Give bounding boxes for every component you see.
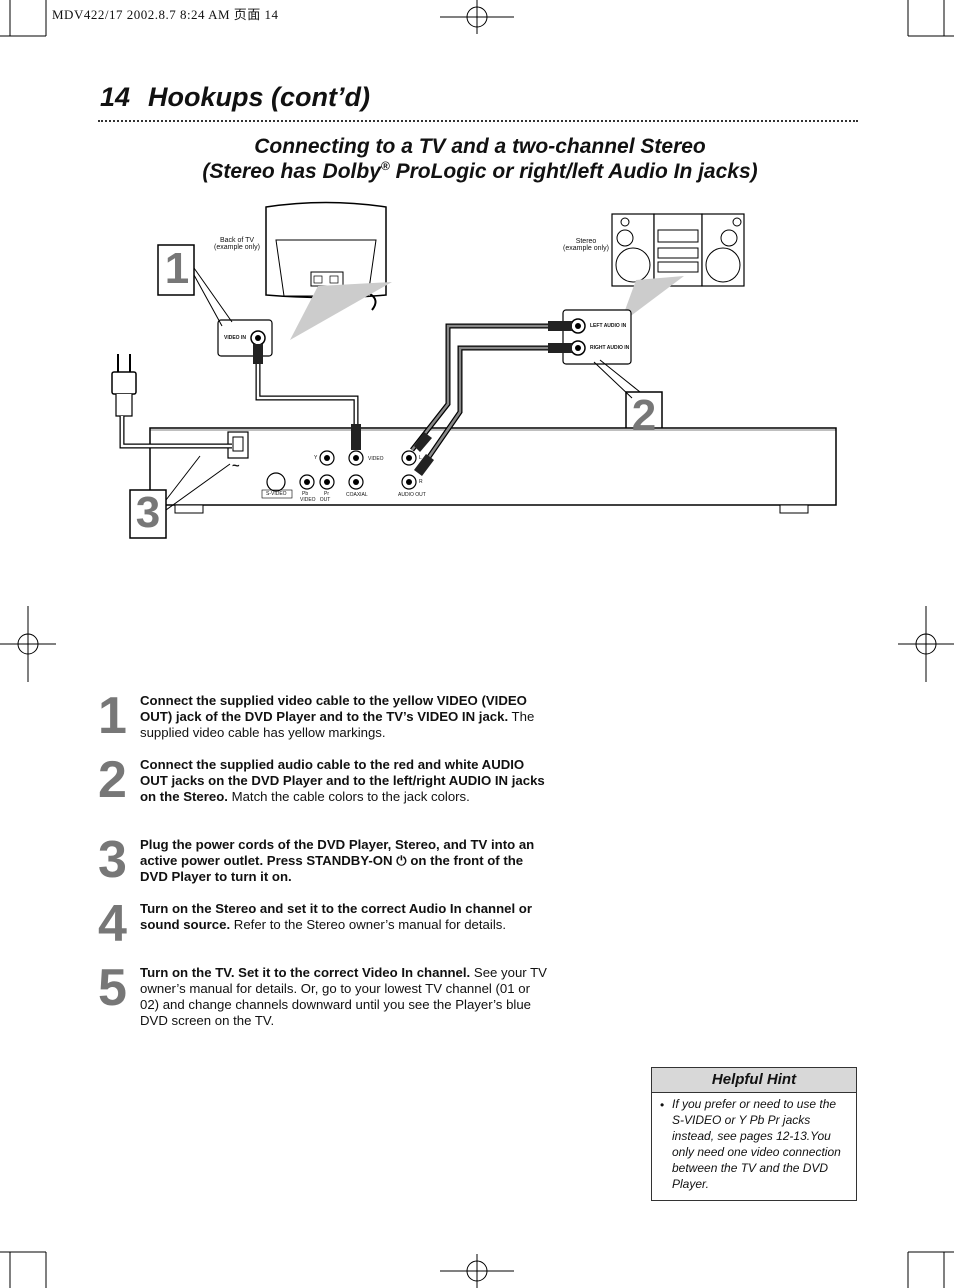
- step-4-normal: Refer to the Stereo owner’s manual for d…: [230, 917, 507, 932]
- step-text-3: Plug the power cords of the DVD Player, …: [140, 837, 550, 885]
- step-text-4: Turn on the Stereo and set it to the cor…: [140, 901, 550, 933]
- audio-out-label: AUDIO OUT: [398, 492, 426, 498]
- step-number-1: 1: [98, 687, 127, 745]
- step-number-2: 2: [98, 751, 127, 809]
- ac-symbol: ~: [232, 458, 240, 473]
- right-audio-in-label: RIGHT AUDIO IN: [590, 345, 630, 351]
- video-cable: [253, 344, 361, 450]
- pb-jack-label: Pb: [302, 491, 309, 497]
- callout-number-2: 2: [631, 391, 657, 440]
- video-in-label: VIDEO IN: [224, 335, 246, 341]
- callout-box-1: [157, 244, 195, 296]
- step-text-5: Turn on the TV. Set it to the correct Vi…: [140, 965, 550, 1029]
- audio-r-label: R: [419, 479, 423, 485]
- pr-jack-label: Pr: [324, 491, 329, 497]
- step-number-4: 4: [98, 895, 127, 953]
- step-1-normal: The supplied video cable has yellow mark…: [140, 709, 535, 740]
- left-audio-in-label: LEFT AUDIO IN: [590, 323, 627, 329]
- dvd-player-illustration: [149, 427, 837, 514]
- audio-cable: [410, 321, 572, 476]
- registered-mark: ®: [380, 159, 390, 173]
- helpful-hint-title: Helpful Hint: [652, 1068, 856, 1093]
- step-text-2: Connect the supplied audio cable to the …: [140, 757, 550, 805]
- helpful-hint-box: Helpful Hint • If you prefer or need to …: [651, 1067, 857, 1201]
- stereo-illustration: [611, 213, 745, 287]
- tv-label: Back of TV (example only): [214, 237, 260, 251]
- stereo-audio-in-panel: [562, 309, 632, 365]
- audio-l-label: L: [419, 455, 422, 461]
- callout-number-1: 1: [164, 244, 190, 293]
- video-jack-label: VIDEO: [368, 456, 384, 462]
- svideo-jack-label: S-VIDEO: [266, 491, 287, 497]
- subtitle-part-b: ProLogic or right/left Audio In jacks): [389, 160, 758, 183]
- print-slug: MDV422/17 2002.8.7 8:24 AM 页面 14: [52, 7, 279, 22]
- step-number-5: 5: [98, 959, 127, 1017]
- helpful-hint-text: If you prefer or need to use the S-VIDEO…: [672, 1097, 841, 1191]
- step-1-bold: Connect the supplied video cable to the …: [140, 693, 527, 724]
- stereo-label: Stereo (example only): [563, 238, 609, 252]
- subtitle-part-a: (Stereo has Dolby: [202, 160, 381, 183]
- section-subtitle-line2: (Stereo has Dolby® ProLogic or right/lef…: [100, 159, 860, 184]
- header-divider: [98, 120, 858, 122]
- hint-bullet: •: [660, 1098, 665, 1112]
- y-jack-label: Y: [314, 455, 318, 461]
- power-plug-illustration: [111, 354, 232, 449]
- tv-illustration: [265, 201, 387, 311]
- page-number: 14: [100, 82, 131, 112]
- step-4-bold: Turn on the Stereo and set it to the cor…: [140, 901, 532, 932]
- step-5-bold: Turn on the TV. Set it to the correct Vi…: [140, 965, 471, 980]
- coaxial-jack-label: COAXIAL: [346, 492, 368, 498]
- step-5-normal: See your TV owner’s manual for details. …: [140, 965, 547, 1028]
- hookup-diagram: [111, 201, 837, 539]
- callout-number-3: 3: [135, 488, 161, 537]
- video-out-label: VIDEO OUT: [300, 497, 331, 503]
- page-title: Hookups (cont’d): [148, 82, 370, 112]
- step-3-bold: Plug the power cords of the DVD Player, …: [140, 837, 535, 884]
- step-text-1: Connect the supplied video cable to the …: [140, 693, 550, 741]
- callout-box-3: [129, 489, 167, 539]
- step-2-bold: Connect the supplied audio cable to the …: [140, 757, 545, 804]
- step-2-normal: Match the cable colors to the jack color…: [227, 789, 470, 804]
- section-subtitle-line1: Connecting to a TV and a two-channel Ste…: [254, 135, 706, 158]
- step-number-3: 3: [98, 831, 127, 889]
